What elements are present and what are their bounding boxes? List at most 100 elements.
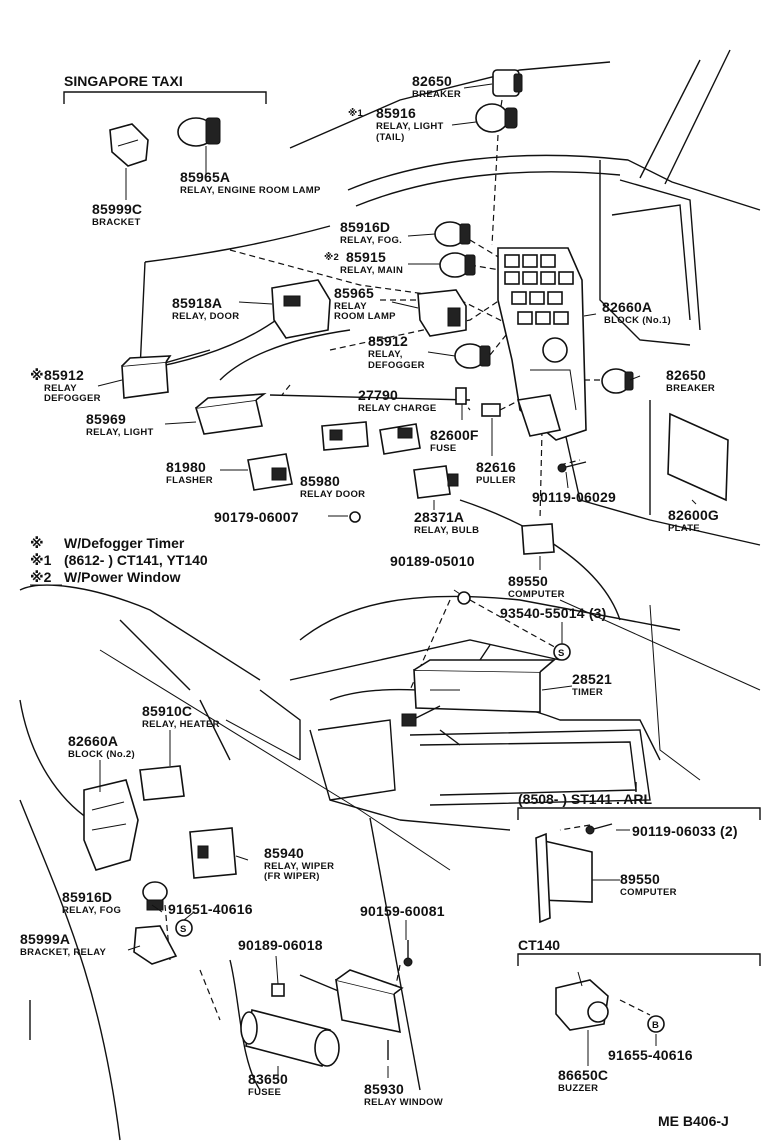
part-description: RELAY, LIGHT xyxy=(376,121,444,132)
part-description: BRACKET, RELAY xyxy=(20,947,107,958)
part-description: RELAY xyxy=(334,301,367,312)
part-description: RELAY WINDOW xyxy=(364,1097,443,1108)
part-number: 90159-60081 xyxy=(360,903,445,919)
note-mark: ※2 xyxy=(30,569,52,585)
relay-light-tail-icon xyxy=(475,103,518,133)
part-number: 82660A xyxy=(602,299,652,315)
note-text: W/Defogger Timer xyxy=(64,535,185,551)
marker-b xyxy=(647,1015,665,1033)
part-number: 85999A xyxy=(20,931,70,947)
part-label: 85930 RELAY WINDOW xyxy=(364,1081,443,1108)
part-number: 82600G xyxy=(668,507,719,523)
s-marker-text-bottom: S xyxy=(180,924,187,935)
part-description: RELAY, LIGHT xyxy=(86,427,154,438)
plate-icon xyxy=(667,412,729,502)
part-label: 85999A BRACKET, RELAY xyxy=(20,931,107,958)
part-label: 85918A RELAY, DOOR xyxy=(172,295,239,322)
part-number: 85910C xyxy=(142,703,192,719)
buzzer-icon xyxy=(555,971,609,1031)
part-label: 91651-40616 xyxy=(168,901,253,917)
part-label: 85916D RELAY, FOG xyxy=(62,889,121,916)
part-number: 82600F xyxy=(430,427,479,443)
singapore-taxi-title: SINGAPORE TAXI xyxy=(64,73,183,89)
part-label: 85916 RELAY, LIGHT (TAIL) xyxy=(376,105,444,143)
part-description: RELAY xyxy=(44,383,77,394)
star1-marker: ※1 xyxy=(348,108,364,119)
flasher-icon xyxy=(247,453,293,491)
part-description: RELAY CHARGE xyxy=(358,403,437,414)
note-mark: ※ xyxy=(30,535,44,551)
breaker-top-icon xyxy=(492,69,523,97)
part-label: 89550 COMPUTER xyxy=(508,573,564,600)
part-label: 85965A RELAY, ENGINE ROOM LAMP xyxy=(180,169,321,196)
part-number: 91655-40616 xyxy=(608,1047,693,1063)
part-number: 90179-06007 xyxy=(214,509,299,525)
part-description: BLOCK (No.1) xyxy=(604,315,671,326)
part-label: 81980 FLASHER xyxy=(166,459,213,486)
part-number: 85918A xyxy=(172,295,222,311)
part-number: 93540-55014 (3) xyxy=(500,605,607,621)
part-label: 93540-55014 (3) xyxy=(500,605,607,621)
part-number: 85916 xyxy=(376,105,416,121)
part-number: 90119-06029 xyxy=(532,489,616,505)
part-number: 85940 xyxy=(264,845,304,861)
part-label: 91655-40616 xyxy=(608,1047,693,1063)
part-label: 85915 RELAY, MAIN xyxy=(340,249,403,276)
bracket-icon xyxy=(109,123,149,167)
relay-heater-icon xyxy=(139,765,185,801)
part-number: 28371A xyxy=(414,509,464,525)
part-number: 81980 xyxy=(166,459,206,475)
relay-defogger-right-icon xyxy=(454,343,491,369)
part-number: 82616 xyxy=(476,459,516,475)
part-number: 82650 xyxy=(412,73,452,89)
clip-90189-05010-icon xyxy=(457,591,471,605)
screw-90119-06033-icon xyxy=(585,823,613,835)
part-description: BLOCK (No.2) xyxy=(68,749,135,760)
part-label: 28521 TIMER xyxy=(572,671,612,698)
part-label: 85912 RELAY, DEFOGGER xyxy=(368,333,424,371)
part-label: 90119-06029 xyxy=(532,489,616,505)
relay-bulb-icon xyxy=(413,465,459,499)
part-description: RELAY, ENGINE ROOM LAMP xyxy=(180,185,321,196)
part-description: DEFOGGER xyxy=(44,393,101,404)
part-label: 85940 RELAY, WIPER (FR WIPER) xyxy=(264,845,334,882)
part-description: BUZZER xyxy=(558,1083,598,1094)
part-description: RELAY, FOG xyxy=(62,905,121,916)
part-number: 85912 xyxy=(44,367,84,383)
part-number: 28521 xyxy=(572,671,612,687)
part-description: RELAY, DOOR xyxy=(172,311,239,322)
part-label: 85965 RELAY ROOM LAMP xyxy=(334,285,396,322)
relay-room-lamp-icon xyxy=(417,289,467,337)
ct140-title: CT140 xyxy=(518,937,560,953)
part-label: 90179-06007 xyxy=(214,509,299,525)
part-description: PULLER xyxy=(476,475,516,486)
part-number: 85916D xyxy=(340,219,390,235)
relay-charge-icon xyxy=(379,423,421,455)
part-number: 85965 xyxy=(334,285,374,301)
bracket-relay-icon xyxy=(133,925,178,965)
part-label: 85999C BRACKET xyxy=(92,201,142,228)
part-number: 82660A xyxy=(68,733,118,749)
part-description: FLASHER xyxy=(166,475,213,486)
screw-90119-06029-icon xyxy=(557,461,587,473)
labels: SINGAPORE TAXI (8508- ) ST141 . ARL CT14… xyxy=(20,73,738,1129)
part-label: 85980 RELAY DOOR xyxy=(300,473,365,500)
nut-90179-06007-icon xyxy=(349,511,361,523)
relay-engine-room-lamp-icon xyxy=(177,117,221,147)
part-label: 85969 RELAY, LIGHT xyxy=(86,411,154,438)
part-label: 27790 RELAY CHARGE xyxy=(358,387,437,414)
puller-icon xyxy=(481,403,501,417)
part-description: RELAY, xyxy=(368,349,403,360)
part-description: RELAY, FOG. xyxy=(340,235,402,246)
relay-window-icon xyxy=(335,969,404,1060)
relay-fog-bottom-icon xyxy=(142,881,168,911)
part-number: 90189-05010 xyxy=(390,553,475,569)
computer-bottom-icon xyxy=(535,832,593,924)
part-label: 90159-60081 xyxy=(360,903,445,919)
timer-icon xyxy=(401,644,557,746)
relay-wiper-icon xyxy=(189,827,237,879)
part-number: 85969 xyxy=(86,411,126,427)
note-mark: ※1 xyxy=(30,552,52,568)
part-number: 85999C xyxy=(92,201,142,217)
